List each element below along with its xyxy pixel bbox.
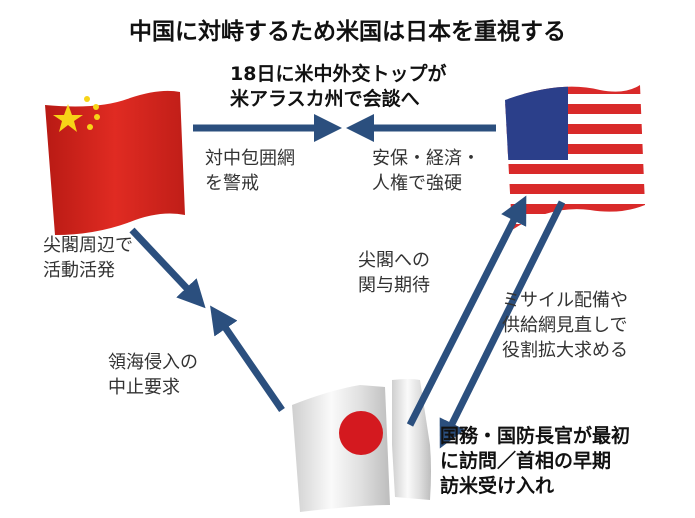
page-title: 中国に対峙するため米国は日本を重視する: [129, 19, 566, 45]
japan-note-line2: に訪問／首相の早期: [440, 450, 612, 472]
us-to-japan-line3: 役割拡大求める: [502, 340, 628, 361]
star-icon: [53, 104, 83, 132]
japan-to-us-line1: 尖閣への: [358, 250, 430, 271]
arrow-us-to-japan: [439, 200, 566, 449]
china-to-center-line1: 対中包囲網: [205, 148, 295, 169]
summit-line2: 米アラスカ州で会談へ: [230, 88, 420, 110]
us-to-center-line2: 人権で強硬: [372, 173, 462, 194]
japan-to-us-line2: 関与期待: [358, 275, 430, 296]
arrow-japan-to-china: [210, 305, 285, 412]
japan-to-china-line1: 領海侵入の: [108, 352, 198, 373]
china-flag: [45, 90, 185, 235]
us-to-japan-line2: 供給網見直しで: [502, 315, 628, 336]
sun-disc: [339, 411, 383, 455]
japan-to-china-line2: 中止要求: [108, 377, 180, 398]
japan-flag: [292, 379, 431, 512]
china-to-center-line2: を警戒: [205, 173, 259, 194]
japan-note-line3: 訪米受け入れ: [440, 475, 555, 497]
arrow-china-to-japan: [129, 227, 206, 309]
summit-line1: 18日に米中外交トップが: [230, 63, 447, 85]
us-to-center-line1: 安保・経済・: [372, 148, 480, 169]
us-to-japan-line1: ミサイル配備や: [502, 290, 628, 311]
china-to-japan-line1: 尖閣周辺で: [43, 235, 133, 256]
arrow-japan-to-us: [406, 195, 527, 427]
us-flag: [505, 85, 645, 230]
china-to-japan-line2: 活動活発: [43, 260, 115, 281]
japan-note-line1: 国務・国防長官が最初: [440, 425, 631, 447]
